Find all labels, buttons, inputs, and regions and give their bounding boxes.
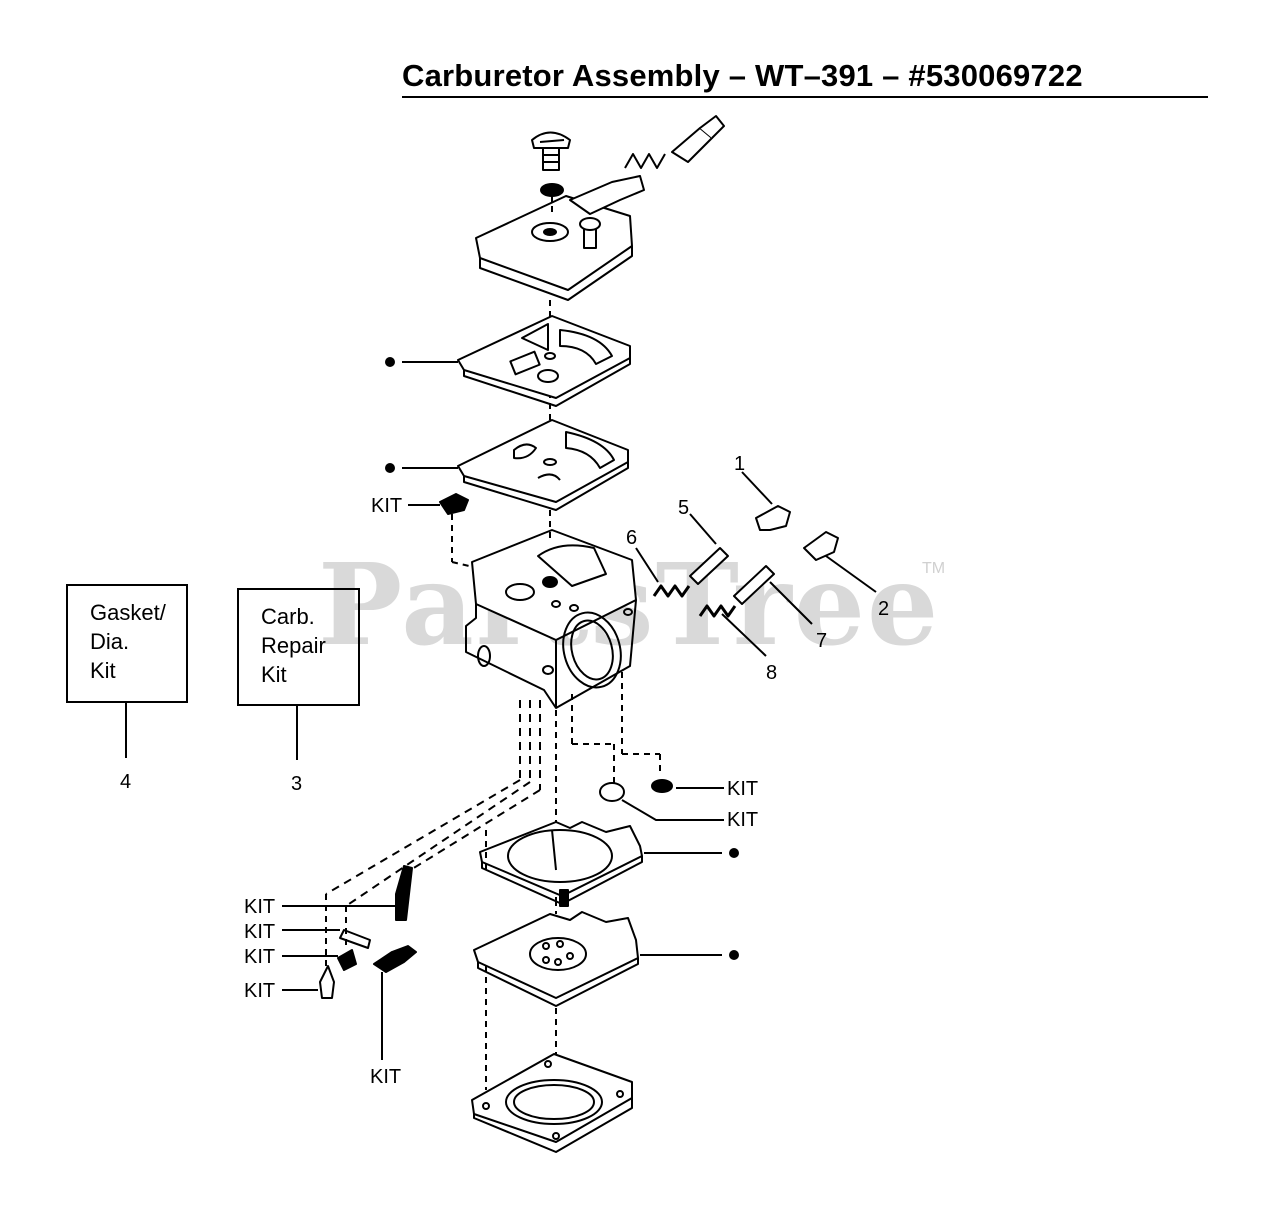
- kit-box-line: Carb.: [261, 604, 315, 629]
- metering-cover: [471, 1053, 633, 1153]
- kit-label: KIT: [244, 896, 275, 918]
- kit-label: KIT: [371, 495, 402, 517]
- kit-label: KIT: [244, 946, 275, 968]
- inlet-needle-parts: [319, 865, 417, 999]
- metering-diaphragm: [473, 889, 639, 1007]
- carb-repair-kit-box[interactable]: Carb. Repair Kit: [237, 588, 360, 706]
- gasket-dia-kit-box[interactable]: Gasket/ Dia. Kit: [66, 584, 188, 703]
- pump-diaphragm-plate: [457, 315, 631, 407]
- kit-label: KIT: [244, 921, 275, 943]
- kit-box-line: Gasket/: [90, 600, 166, 625]
- kit-label: KIT: [370, 1066, 401, 1088]
- callout-1: 1: [734, 453, 745, 475]
- callout-8: 8: [766, 662, 777, 684]
- watermark-trademark: TM: [922, 560, 946, 577]
- bullet-dots: [385, 357, 739, 960]
- carburetor-body: [465, 529, 637, 709]
- callout-3: 3: [291, 773, 302, 795]
- pump-gasket-plate: [457, 419, 629, 511]
- kit-box-line: Dia.: [90, 629, 130, 654]
- kit-box-line: Kit: [90, 658, 116, 683]
- kit-label: KIT: [244, 980, 275, 1002]
- kit-label: KIT: [727, 809, 758, 831]
- mixture-needles: [635, 471, 877, 657]
- callout-7: 7: [816, 630, 827, 652]
- callout-4: 4: [120, 771, 131, 793]
- kit-label: KIT: [727, 778, 758, 800]
- callout-6: 6: [626, 527, 637, 549]
- kit-box-line: Kit: [261, 662, 287, 687]
- title-underline: [402, 96, 1208, 98]
- page-title: Carburetor Assembly – WT–391 – #53006972…: [402, 58, 1083, 93]
- callout-5: 5: [678, 497, 689, 519]
- top-cover: [475, 115, 725, 301]
- kit-box-line: Repair: [261, 633, 326, 658]
- callout-2: 2: [878, 598, 889, 620]
